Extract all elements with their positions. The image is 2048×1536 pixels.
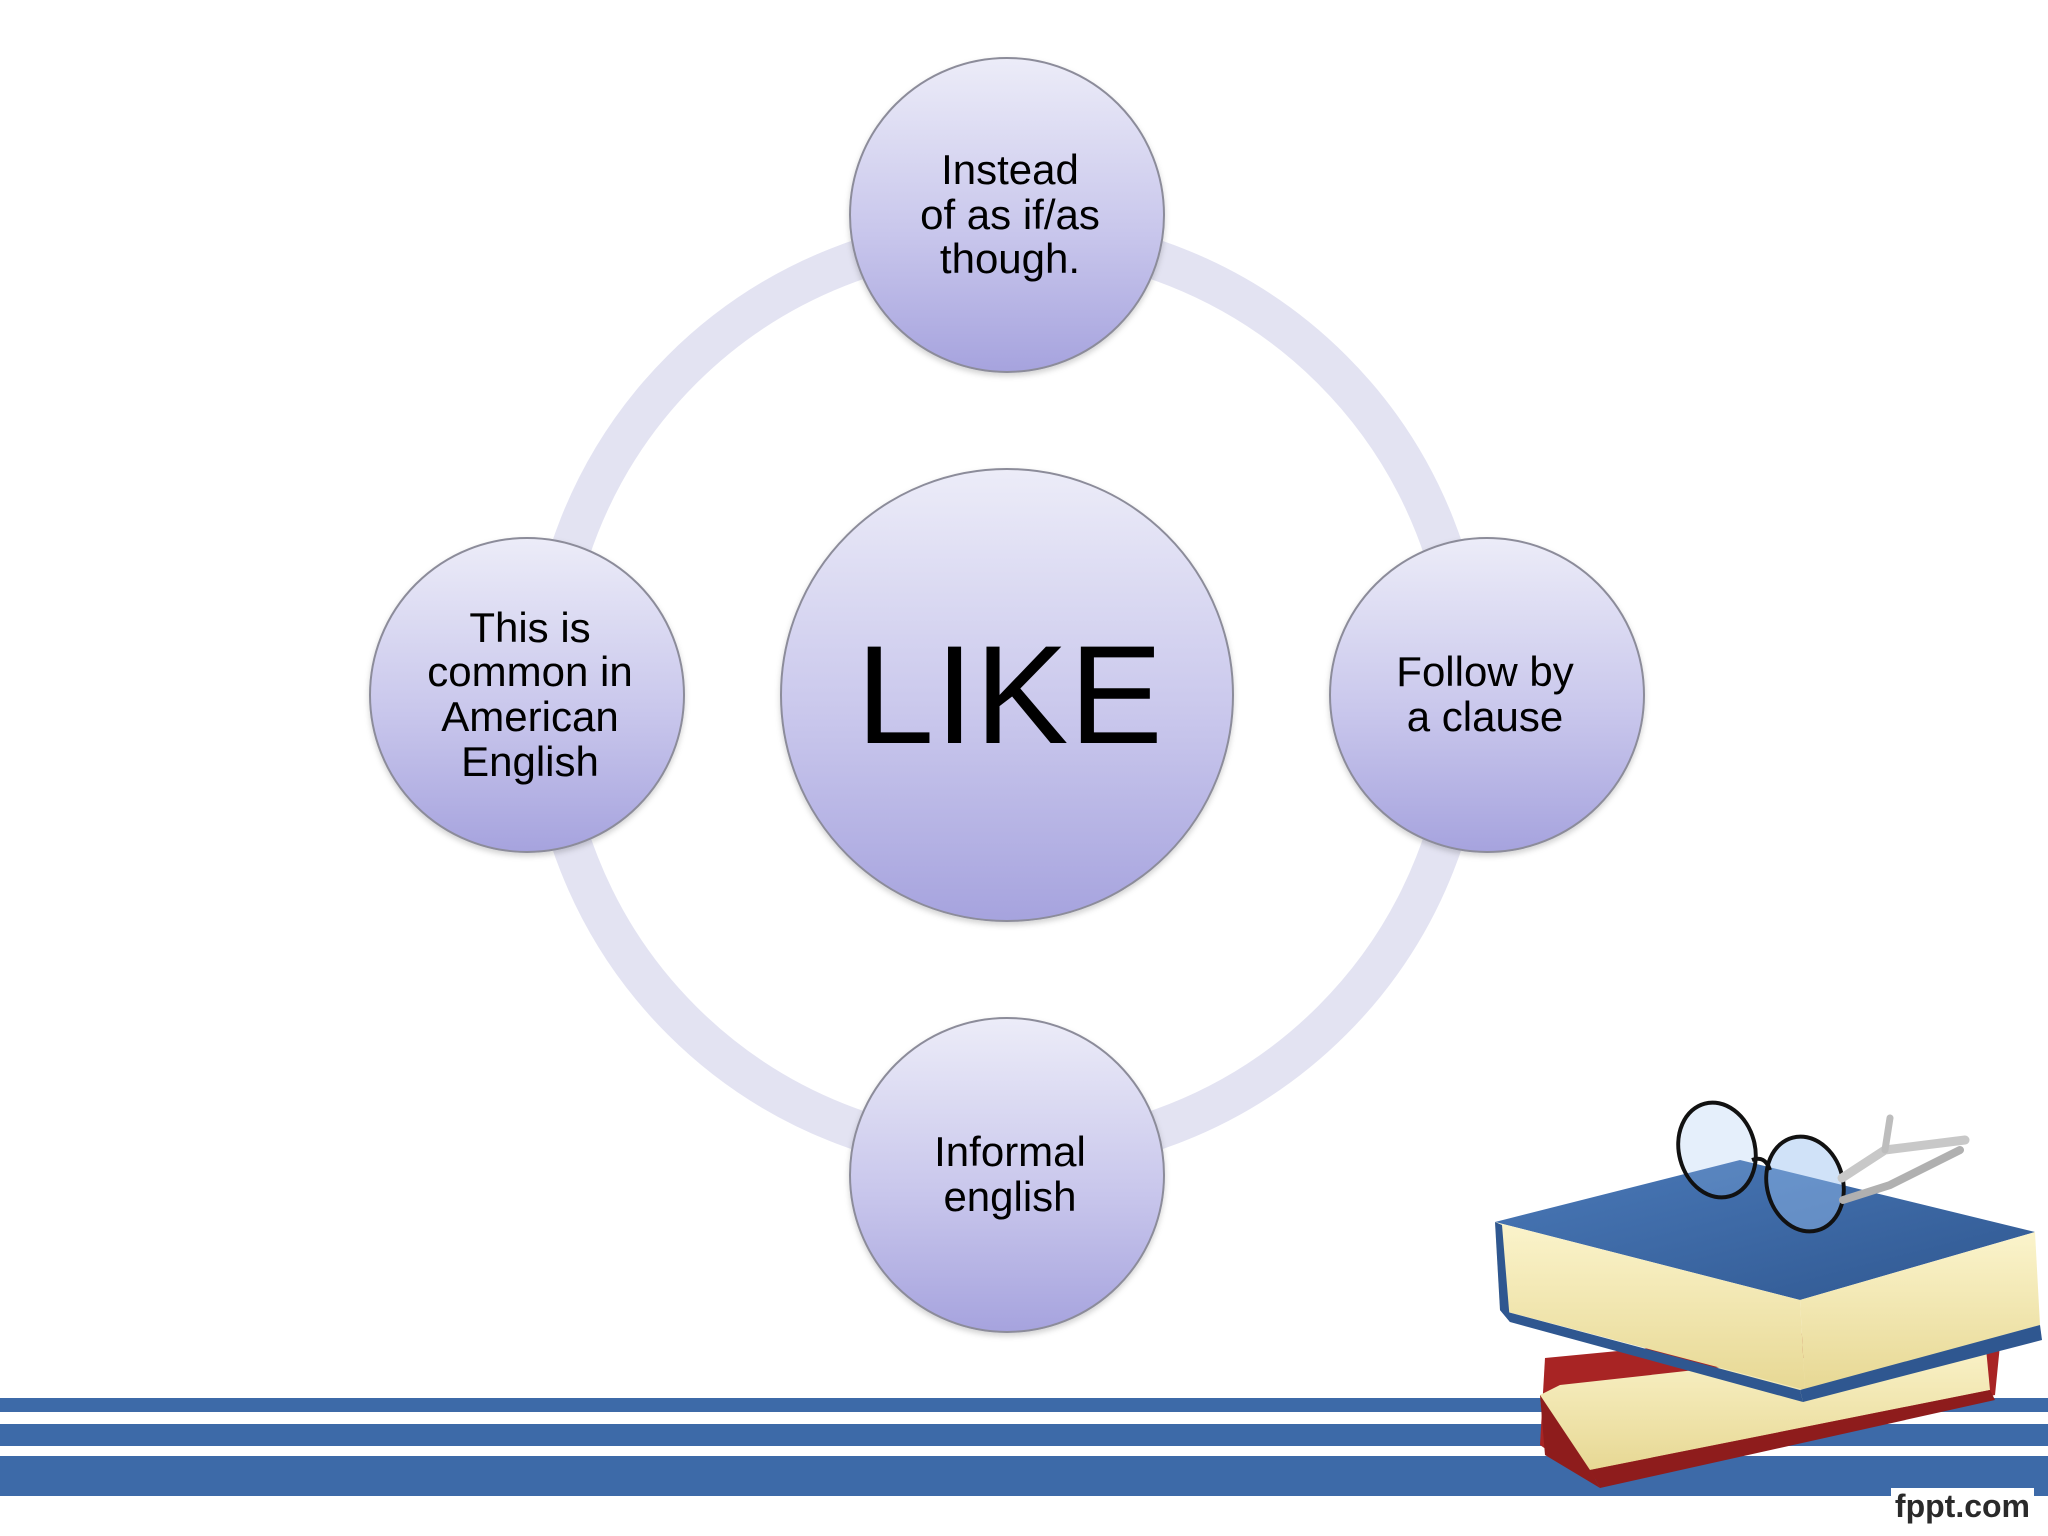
node-right-circle	[1329, 537, 1645, 853]
node-top-label: Instead of as if/as though.	[920, 146, 1100, 283]
node-left-label: This is common in American English	[427, 603, 633, 785]
center-node-circle	[780, 468, 1234, 922]
node-right-label: Follow by a clause	[1396, 648, 1574, 740]
center-node-label: LIKE	[856, 616, 1164, 773]
node-left-circle	[369, 537, 685, 853]
node-bottom-label: Informal english	[934, 1128, 1086, 1220]
node-top-circle	[849, 57, 1165, 373]
watermark: fppt.com	[1890, 1488, 2034, 1525]
node-bottom-circle	[849, 1017, 1165, 1333]
books-with-glasses-icon	[1495, 1100, 2042, 1488]
